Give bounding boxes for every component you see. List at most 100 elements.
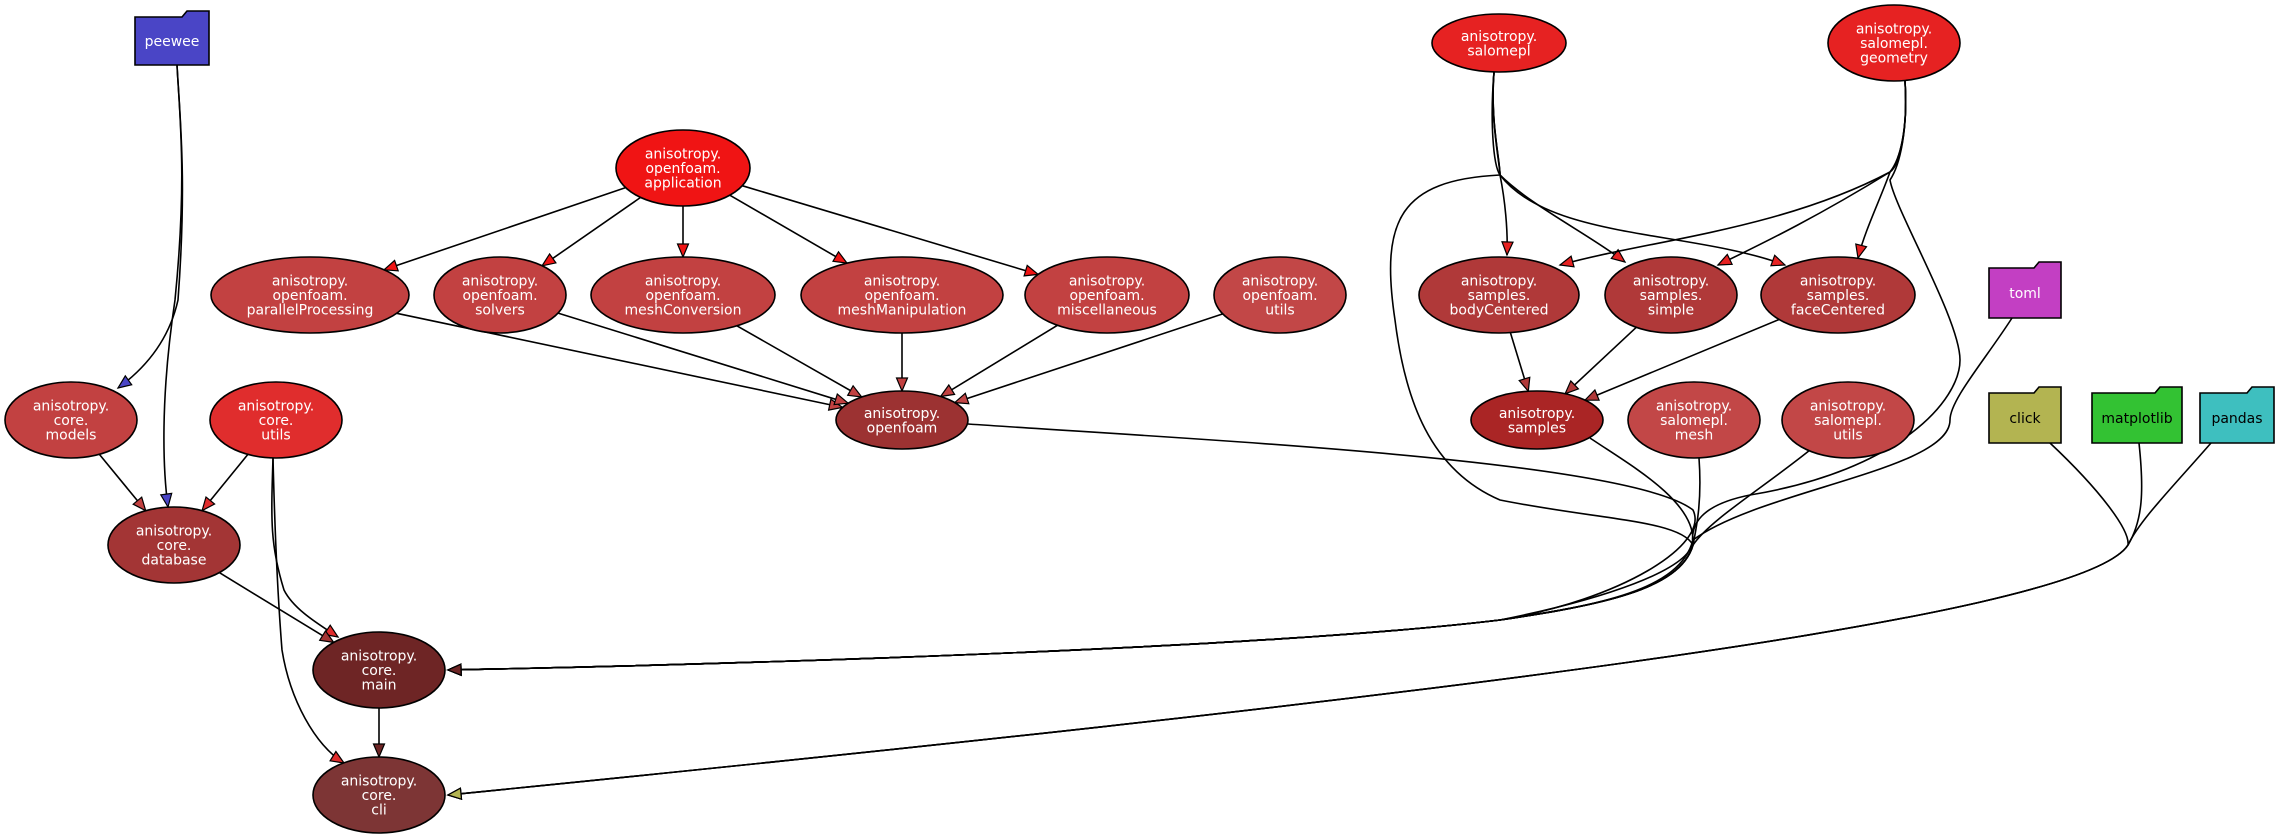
node-samples_simple[interactable]: anisotropy.samples.simple (1604, 256, 1738, 334)
node-label-line: anisotropy. (238, 399, 314, 415)
module-ellipse (800, 256, 1004, 334)
node-salomepl_mesh[interactable]: anisotropy.salomepl.mesh (1627, 381, 1761, 459)
arrowhead-icon (372, 743, 386, 759)
edge-line (383, 186, 626, 271)
node-click[interactable]: click (1988, 386, 2062, 444)
edge-line (272, 457, 345, 764)
edge-salomepl_utils-to-core_main (446, 449, 1811, 677)
arrowhead-icon (201, 495, 216, 512)
arrowhead-icon (159, 492, 173, 509)
arrowhead-icon (132, 496, 147, 512)
folder-icon (1988, 386, 2062, 444)
edge-core_main-to-core_cli (372, 708, 386, 759)
arrowhead-icon (1563, 379, 1580, 395)
arrowhead-icon (939, 383, 956, 398)
module-ellipse (1024, 256, 1190, 334)
edge-line (729, 194, 848, 264)
edge-line (1559, 80, 1907, 266)
node-label-line: openfoam (867, 420, 938, 436)
node-label-line: openfoam. (462, 288, 537, 304)
module-ellipse (4, 381, 138, 459)
edge-line (447, 317, 2013, 671)
edge-line (1492, 71, 1786, 266)
edge-samples-to-core_main (446, 437, 1694, 677)
node-label-line: anisotropy. (1461, 274, 1537, 290)
node-matplotlib[interactable]: matplotlib (2091, 386, 2183, 444)
node-openfoam_parallelProcessing[interactable]: anisotropy.openfoam.parallelProcessing (210, 256, 410, 334)
node-label-line: core. (157, 538, 192, 554)
edge-line (741, 184, 1039, 276)
node-label-line: meshConversion (625, 303, 742, 319)
node-salomepl_utils[interactable]: anisotropy.salomepl.utils (1781, 381, 1915, 459)
edge-salomepl-to-samples_simple (1492, 71, 1627, 263)
node-salomepl_geometry[interactable]: anisotropy.salomepl.geometry (1827, 4, 1961, 82)
node-openfoam[interactable]: anisotropy.openfoam (835, 390, 969, 450)
node-label-line: peewee (145, 34, 200, 50)
node-openfoam_utils[interactable]: anisotropy.openfoam.utils (1213, 256, 1347, 334)
edge-line (447, 423, 1696, 671)
node-label-line: toml (2009, 286, 2041, 302)
module-ellipse (1418, 256, 1580, 334)
edge-openfoam_meshManipulation-to-openfoam (895, 333, 909, 393)
node-openfoam_meshManipulation[interactable]: anisotropy.openfoam.meshManipulation (800, 256, 1004, 334)
node-openfoam_application[interactable]: anisotropy.openfoam.application (615, 129, 751, 207)
edge-line (1564, 326, 1637, 395)
node-openfoam_meshConversion[interactable]: anisotropy.openfoam.meshConversion (590, 256, 776, 334)
edge-line (1857, 80, 1907, 259)
edge-openfoam_application-to-openfoam_solvers (540, 196, 642, 267)
arrowhead-icon (895, 377, 909, 393)
edge-line (447, 442, 2212, 796)
node-label-line: salomepl (1467, 43, 1530, 59)
module-ellipse (1431, 13, 1567, 73)
node-label-line: anisotropy. (1810, 399, 1886, 415)
node-peewee[interactable]: peewee (134, 10, 210, 66)
node-openfoam_solvers[interactable]: anisotropy.openfoam.solvers (433, 256, 567, 334)
edge-peewee-to-core_models (116, 64, 184, 389)
node-core_main[interactable]: anisotropy.core.main (312, 631, 446, 709)
module-ellipse (1781, 381, 1915, 459)
node-samples[interactable]: anisotropy.samples (1470, 390, 1604, 450)
edge-samples_bodyCentered-to-samples (1509, 332, 1531, 393)
edge-line (447, 80, 1961, 671)
node-toml[interactable]: toml (1988, 261, 2062, 319)
node-label-line: bodyCentered (1450, 303, 1549, 319)
arrowhead-icon (953, 392, 970, 405)
edge-salomepl_geometry-to-core_main (446, 80, 1961, 677)
arrowhead-icon (1716, 253, 1734, 266)
node-samples_bodyCentered[interactable]: anisotropy.samples.bodyCentered (1418, 256, 1580, 334)
arrowhead-icon (1770, 254, 1787, 267)
edge-openfoam_application-to-openfoam_miscellaneous (741, 184, 1040, 277)
node-salomepl[interactable]: anisotropy.salomepl (1431, 13, 1567, 73)
node-label-line: salomepl. (1660, 413, 1728, 429)
node-label-line: main (362, 678, 397, 694)
edge-salomepl_geometry-to-samples_faceCentered (1855, 80, 1907, 260)
node-openfoam_miscellaneous[interactable]: anisotropy.openfoam.miscellaneous (1024, 256, 1190, 334)
node-core_models[interactable]: anisotropy.core.models (4, 381, 138, 459)
node-label-line: openfoam. (1069, 288, 1144, 304)
node-core_cli[interactable]: anisotropy.core.cli (312, 756, 446, 834)
node-core_database[interactable]: anisotropy.core.database (107, 506, 241, 584)
node-pandas[interactable]: pandas (2199, 386, 2275, 444)
node-label-line: samples (1508, 420, 1566, 436)
edge-core_utils-to-core_cli (272, 457, 346, 764)
module-ellipse (1627, 381, 1761, 459)
edge-line (447, 442, 2143, 796)
node-core_utils[interactable]: anisotropy.core.utils (209, 381, 343, 459)
node-label-line: samples. (1468, 288, 1531, 304)
edge-salomepl_mesh-to-core_main (446, 457, 1701, 677)
node-label-line: anisotropy. (1656, 399, 1732, 415)
edge-line (541, 196, 642, 267)
node-samples_faceCentered[interactable]: anisotropy.samples.faceCentered (1760, 256, 1916, 334)
edge-line (271, 457, 339, 638)
edge-openfoam_meshConversion-to-openfoam (736, 325, 864, 398)
edge-salomepl_geometry-to-samples_simple (1716, 80, 1907, 266)
module-ellipse (590, 256, 776, 334)
module-ellipse (835, 390, 969, 450)
node-label-line: cli (371, 803, 386, 819)
node-label-line: application (644, 176, 721, 192)
node-label-line: anisotropy. (272, 274, 348, 290)
module-ellipse (107, 506, 241, 584)
edge-line (218, 571, 335, 644)
arrowhead-icon (1023, 264, 1040, 277)
node-label-line: mesh (1675, 428, 1713, 444)
